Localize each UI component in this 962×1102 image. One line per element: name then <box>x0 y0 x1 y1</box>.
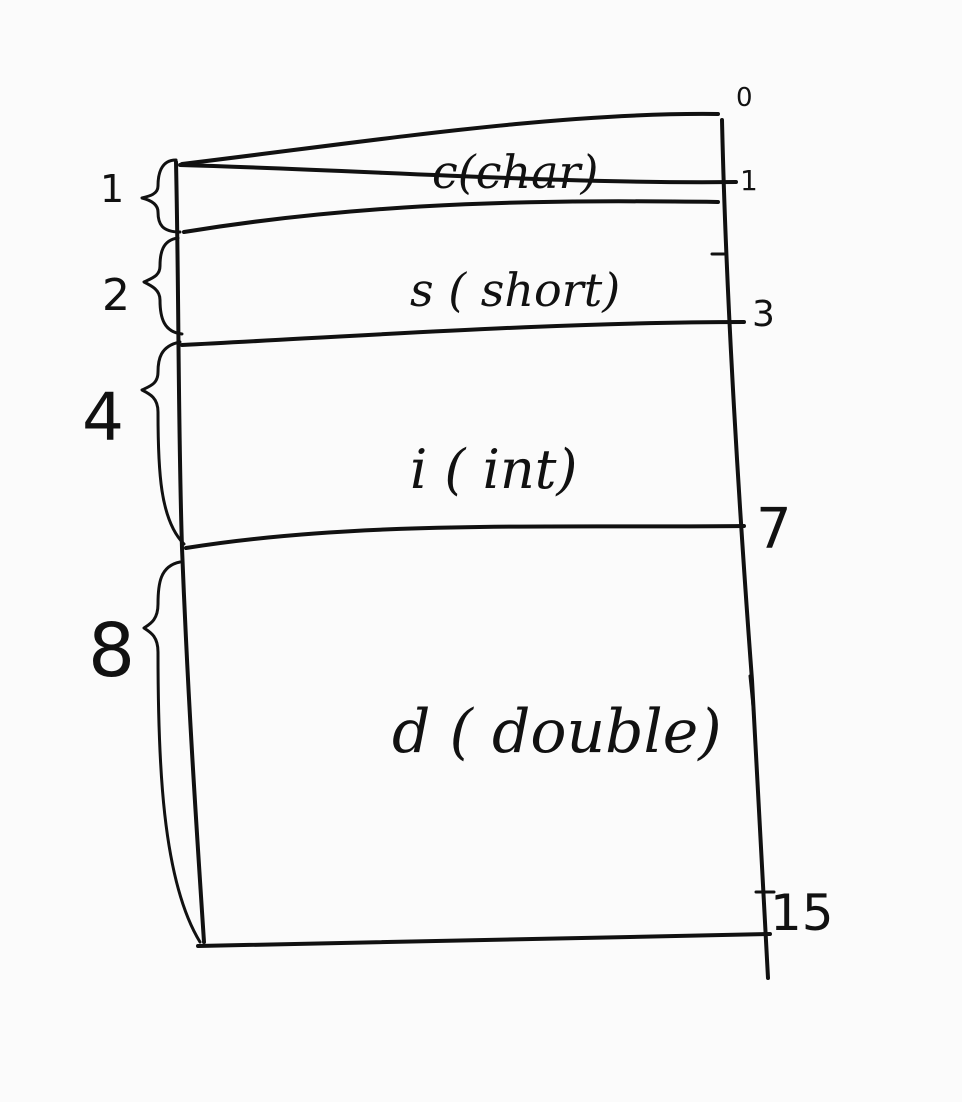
offset-label-15: 15 <box>770 884 834 942</box>
size-label-int: 4 <box>82 379 124 456</box>
brace-short <box>142 236 184 336</box>
boundary-line-double-end <box>196 932 772 948</box>
size-label-char: 1 <box>100 167 124 211</box>
field-label-double: d ( double) <box>392 697 722 767</box>
boundary-line-short-end <box>180 320 746 347</box>
offset-label-3: 3 <box>752 294 775 335</box>
field-label-short: s ( short) <box>410 263 620 317</box>
offset-label-1: 1 <box>740 164 758 197</box>
field-label-int: i ( int) <box>410 438 577 501</box>
brace-double <box>142 560 202 944</box>
struct-left-wall <box>174 160 206 944</box>
boundary-line-char-end <box>178 163 738 185</box>
offset-label-0: 0 <box>736 83 753 113</box>
boundary-line-char-end-lower <box>182 199 720 234</box>
brace-int <box>140 340 186 546</box>
boundary-line-int-end <box>184 524 746 550</box>
boundary-line-top <box>180 111 720 166</box>
size-label-short: 2 <box>102 270 130 321</box>
tick-mark-double-mid <box>748 674 756 718</box>
field-label-char: c(char) <box>432 145 598 199</box>
struct-right-wall <box>720 118 770 980</box>
brace-char <box>140 158 182 234</box>
offset-label-7: 7 <box>756 497 792 562</box>
size-label-double: 8 <box>88 608 135 694</box>
